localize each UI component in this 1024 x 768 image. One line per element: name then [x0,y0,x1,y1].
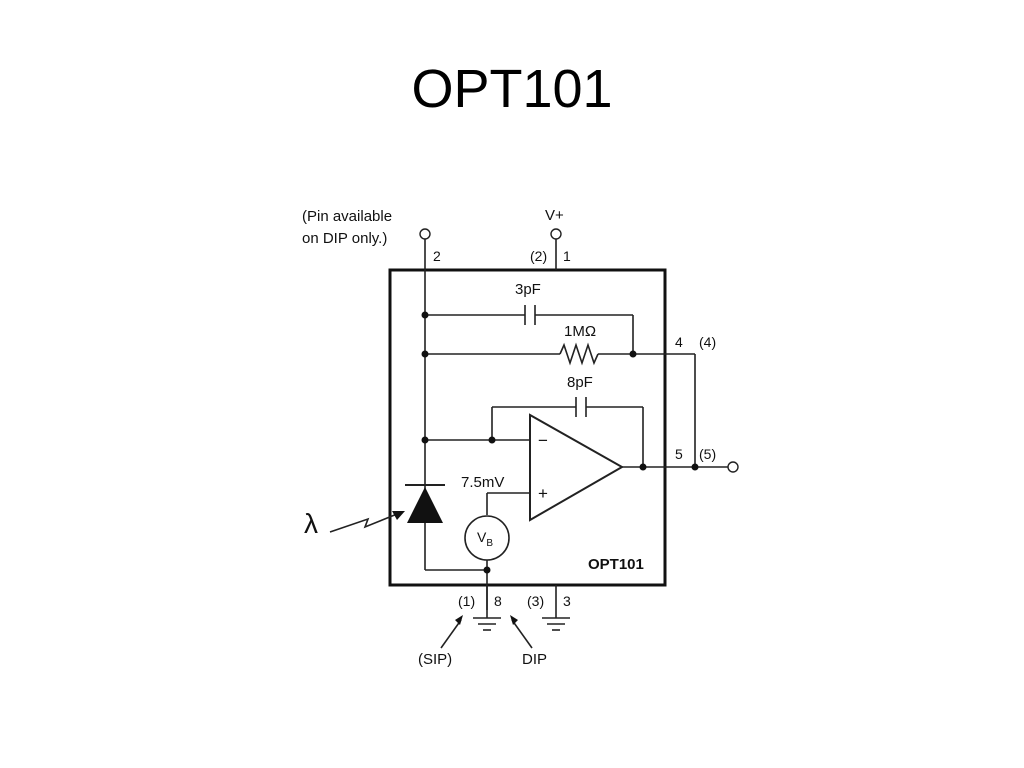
cap1-label: 3pF [515,281,541,298]
chip-outline [388,268,667,587]
opamp-triangle [529,413,625,522]
pin8-sip-number: (1) [458,593,475,609]
junction-dot [421,311,429,319]
vplus-terminal [550,228,562,240]
junction-dot [488,436,496,444]
sip-arrowhead [455,615,463,625]
junction-dot [421,436,429,444]
junction-dot [421,350,429,358]
pin1-number: 1 [563,248,571,264]
light-arrow [329,511,403,533]
dip-note-line2: on DIP only.) [302,230,387,247]
opamp-minus-sign: − [538,431,548,450]
pin4-number: 4 [675,334,683,350]
sip-label: (SIP) [418,651,452,668]
pin2-number: 2 [433,248,441,264]
sip-arrow [440,619,462,649]
pin5-terminal [727,461,739,473]
pin3-sip-number: (3) [527,593,544,609]
pin5-sip-number: (5) [699,446,716,462]
dip-note-line1: (Pin available [302,208,392,225]
chip-name-label: OPT101 [588,556,644,573]
res-label: 1MΩ [564,323,596,340]
vb-label: VB [477,529,493,549]
vb-label-sub: B [486,538,493,549]
pin2-terminal [419,228,431,240]
junction-dot [629,350,637,358]
opamp-plus-sign: + [538,484,548,503]
slide-title: OPT101 [411,59,613,119]
dip-label: DIP [522,651,547,668]
pin8-number: 8 [494,593,502,609]
lambda-label: λ [304,508,318,539]
pin4-sip-number: (4) [699,334,716,350]
junction-dot [691,463,699,471]
light-arrowhead [392,511,405,520]
pin3-number: 3 [563,593,571,609]
vplus-label: V+ [545,207,564,224]
dip-arrowhead [510,615,518,625]
photodiode-icon [407,487,443,523]
vbias-label: 7.5mV [461,474,504,491]
dip-arrow [511,619,533,649]
resistor [559,342,599,366]
junction-dot [639,463,647,471]
vb-label-main: V [477,529,487,545]
pin5-number: 5 [675,446,683,462]
junction-dot [483,566,491,574]
pin1-sip-number: (2) [530,248,547,264]
cap2-label: 8pF [567,374,593,391]
